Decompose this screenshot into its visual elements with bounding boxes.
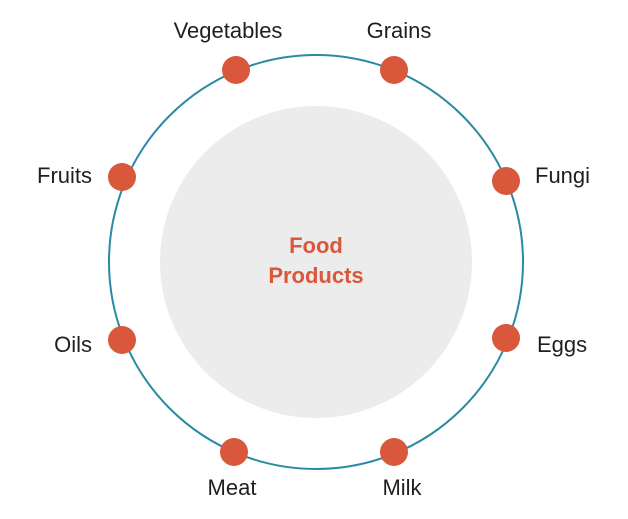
node-label-vegetables: Vegetables [174, 18, 283, 43]
node-label-milk: Milk [382, 475, 422, 500]
node-dot-eggs [492, 324, 520, 352]
node-dot-meat [220, 438, 248, 466]
center-circle [160, 106, 472, 418]
node-dot-grains [380, 56, 408, 84]
node-label-grains: Grains [367, 18, 432, 43]
node-label-meat: Meat [208, 475, 257, 500]
node-dot-vegetables [222, 56, 250, 84]
node-label-oils: Oils [54, 332, 92, 357]
node-dot-fruits [108, 163, 136, 191]
outer-ring [108, 54, 524, 470]
node-label-fruits: Fruits [37, 163, 92, 188]
node-dot-oils [108, 326, 136, 354]
center-label-line1: Food [289, 233, 343, 258]
node-label-fungi: Fungi [535, 163, 590, 188]
node-dot-fungi [492, 167, 520, 195]
center-label-line2: Products [268, 263, 363, 288]
node-label-eggs: Eggs [537, 332, 587, 357]
node-dot-milk [380, 438, 408, 466]
